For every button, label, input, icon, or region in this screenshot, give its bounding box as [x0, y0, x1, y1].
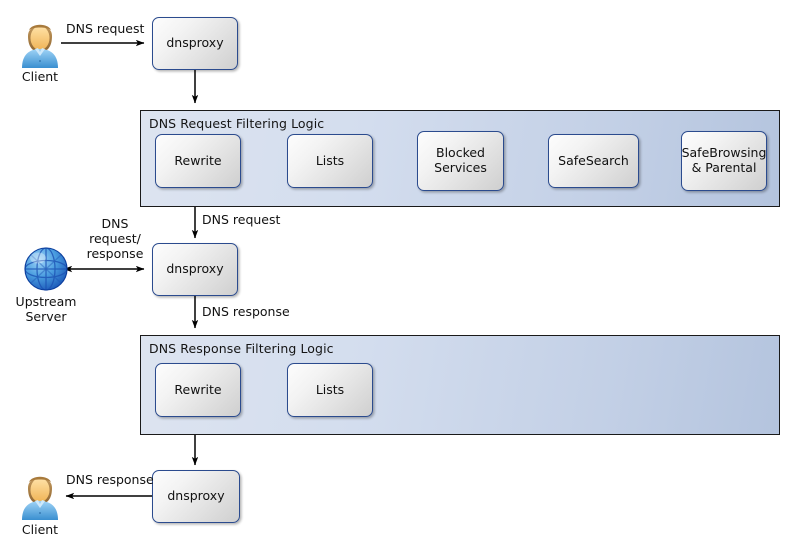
node-label: dnsproxy: [167, 488, 225, 504]
node-dnsproxy-bottom[interactable]: dnsproxy: [152, 470, 240, 523]
node-label: Lists: [315, 152, 345, 168]
panel-response-filtering: DNS Response Filtering Logic: [140, 335, 780, 435]
user-avatar-icon: [22, 476, 58, 520]
node-label: dnsproxy: [166, 261, 224, 277]
edge-label-dnsproxy-to-client: DNS response: [66, 472, 154, 487]
node-request-blocked-services[interactable]: Blocked Services: [417, 131, 504, 191]
node-label: Rewrite: [174, 381, 222, 397]
panel-title-response-filtering: DNS Response Filtering Logic: [149, 341, 334, 356]
node-response-lists[interactable]: Lists: [287, 363, 373, 417]
node-label: Lists: [315, 381, 345, 397]
edge-label-client-to-dnsproxy: DNS request: [66, 21, 145, 36]
globe-server-icon: [24, 247, 68, 291]
edge-label-upstream-exchange: DNS request/ response: [86, 216, 144, 261]
edge-label-dnsproxy-to-response-panel: DNS response: [202, 304, 290, 319]
node-dnsproxy-top[interactable]: dnsproxy: [152, 17, 238, 70]
node-label: Blocked Services: [434, 145, 487, 175]
node-label: dnsproxy: [166, 35, 224, 51]
node-request-lists[interactable]: Lists: [287, 134, 373, 188]
node-label: SafeSearch: [558, 152, 629, 168]
node-label: Rewrite: [174, 152, 222, 168]
user-avatar-icon: [22, 24, 58, 68]
node-request-rewrite[interactable]: Rewrite: [155, 134, 241, 188]
node-request-safebrowsing-parental[interactable]: SafeBrowsing & Parental: [681, 131, 767, 191]
edge-label-dnsproxy-to-request-panel: DNS request: [202, 212, 281, 227]
actor-caption-client-top: Client: [21, 69, 59, 84]
node-response-rewrite[interactable]: Rewrite: [155, 363, 241, 417]
actor-caption-upstream-server: Upstream Server: [15, 294, 77, 324]
node-dnsproxy-middle[interactable]: dnsproxy: [152, 243, 238, 296]
panel-title-request-filtering: DNS Request Filtering Logic: [149, 116, 325, 131]
node-request-safesearch[interactable]: SafeSearch: [548, 134, 639, 188]
node-label: SafeBrowsing & Parental: [681, 145, 767, 175]
actor-caption-client-bottom: Client: [21, 522, 59, 537]
